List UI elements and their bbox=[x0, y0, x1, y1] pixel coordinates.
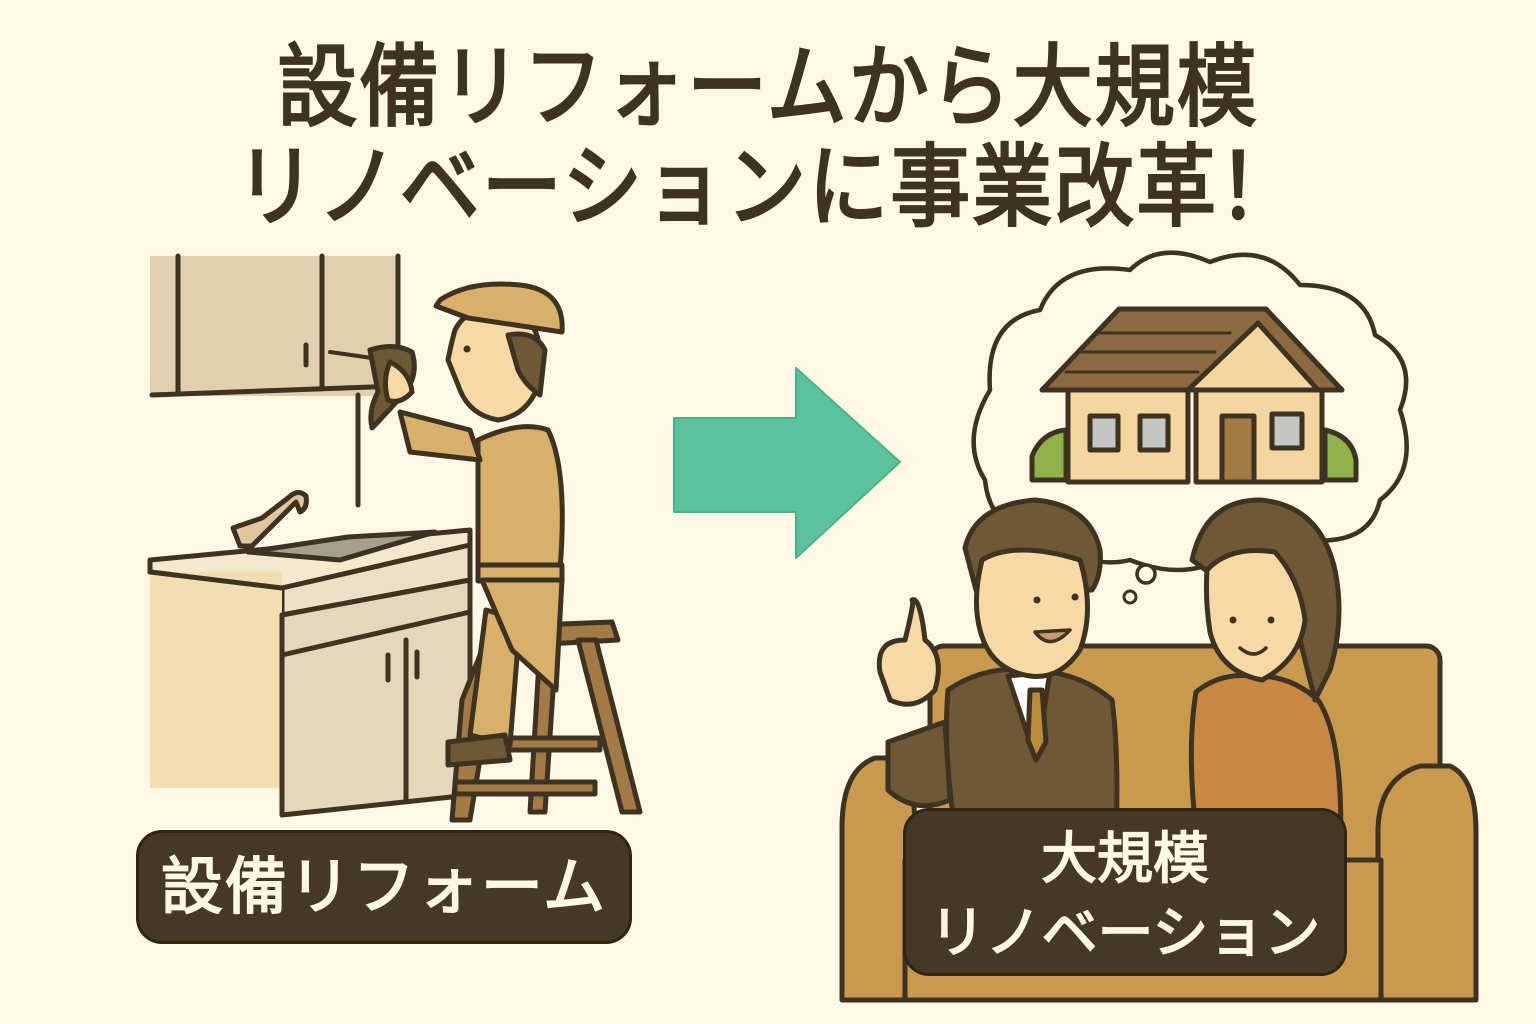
equipment-reform-label: 設備リフォーム bbox=[136, 830, 632, 944]
house-icon bbox=[1029, 306, 1359, 485]
headline-line-1: 設備リフォームから大規模 bbox=[277, 35, 1259, 140]
large-scale-renovation-label: 大規模 リノベーション bbox=[903, 808, 1347, 976]
label-line-2: リノベーション bbox=[929, 901, 1321, 966]
woman-illustration bbox=[1188, 497, 1344, 863]
kitchen-illustration bbox=[147, 253, 643, 823]
label-line-1: 大規模 bbox=[1041, 827, 1209, 892]
right-arrow-icon bbox=[673, 367, 901, 559]
headline: 設備リフォームから大規模 リノベーションに事業改革！ bbox=[0, 35, 1536, 239]
salesman-illustration bbox=[876, 497, 1120, 863]
headline-line-2: リノベーションに事業改革！ bbox=[235, 135, 1301, 240]
